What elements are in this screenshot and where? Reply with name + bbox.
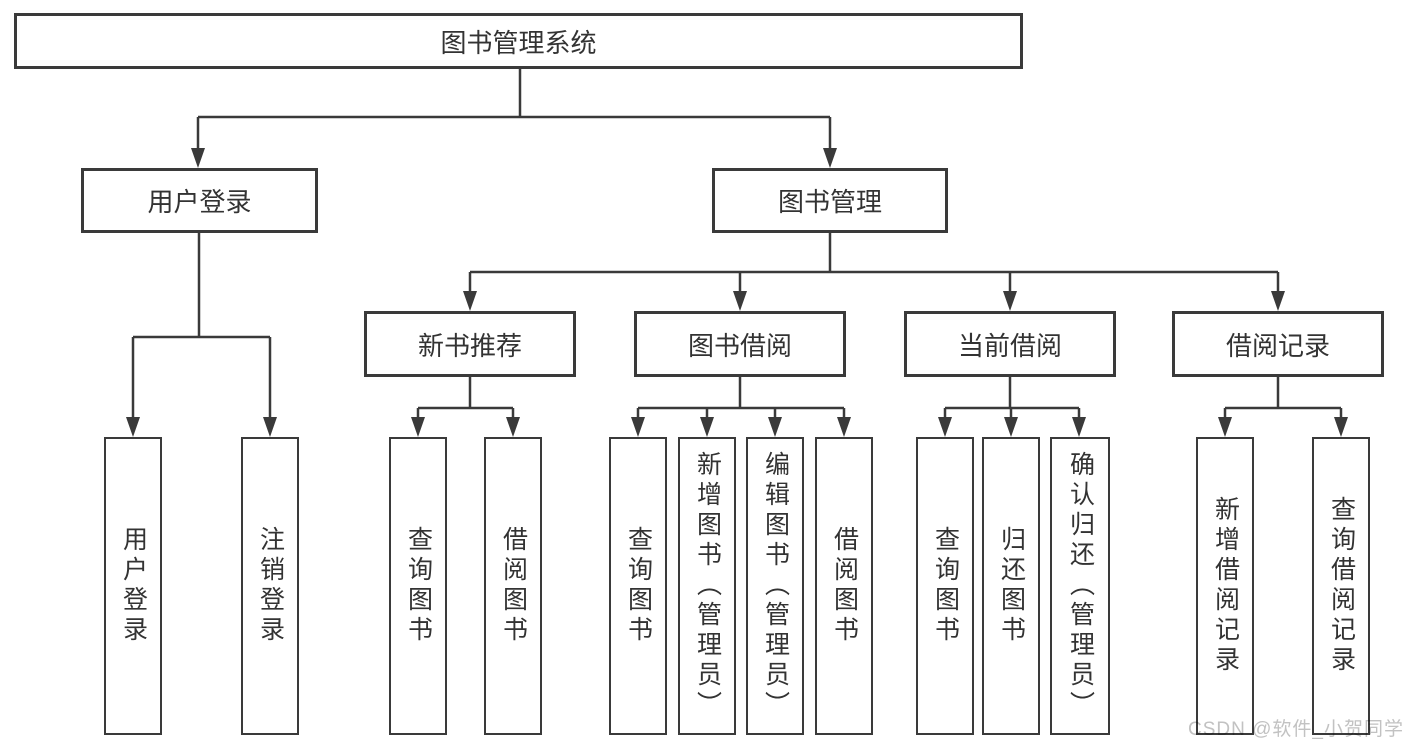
node-label: 查询借阅记录: [1327, 496, 1356, 676]
leaf-query-books-borrowing: 查询图书: [609, 437, 667, 735]
node-book-borrowing: 图书借阅: [634, 311, 846, 377]
node-label: 借阅图书: [499, 526, 528, 646]
node-new-book-recommend: 新书推荐: [364, 311, 576, 377]
node-label: 归还图书: [997, 526, 1026, 646]
node-label: 新书推荐: [417, 330, 522, 361]
leaf-borrow-books-recommend: 借阅图书: [484, 437, 542, 735]
node-label: 查询图书: [624, 526, 653, 646]
node-user-login: 用户登录: [81, 168, 318, 233]
node-label: 借阅记录: [1225, 330, 1330, 361]
node-label: 注销登录: [256, 526, 285, 646]
node-label: 借阅图书: [830, 526, 859, 646]
node-label: 确认归还（管理员）: [1066, 451, 1095, 721]
node-current-borrowing: 当前借阅: [904, 311, 1116, 377]
leaf-add-book-admin: 新增图书（管理员）: [678, 437, 736, 735]
node-label: 图书借阅: [687, 330, 792, 361]
leaf-query-books-recommend: 查询图书: [389, 437, 447, 735]
node-label: 图书管理系统: [440, 27, 597, 58]
leaf-query-borrow-record: 查询借阅记录: [1312, 437, 1370, 735]
leaf-logout: 注销登录: [241, 437, 299, 735]
node-borrowing-records: 借阅记录: [1172, 311, 1384, 377]
leaf-query-books-current: 查询图书: [916, 437, 974, 735]
node-library-management-system: 图书管理系统: [14, 13, 1023, 69]
node-book-management: 图书管理: [712, 168, 948, 233]
connector-paths: [131, 69, 1343, 421]
node-label: 新增借阅记录: [1211, 496, 1240, 676]
leaf-confirm-return-admin: 确认归还（管理员）: [1050, 437, 1110, 735]
node-label: 新增图书（管理员）: [693, 451, 722, 721]
node-label: 用户登录: [119, 526, 148, 646]
csdn-watermark: CSDN @软件_小贺同学: [1188, 719, 1404, 740]
node-label: 用户登录: [147, 187, 252, 217]
node-label: 当前借阅: [957, 330, 1062, 361]
leaf-user-login: 用户登录: [104, 437, 162, 735]
node-label: 编辑图书（管理员）: [761, 451, 790, 721]
node-label: 图书管理: [777, 187, 882, 217]
node-label: 查询图书: [404, 526, 433, 646]
arrowheads: [126, 148, 1348, 437]
node-label: 查询图书: [931, 526, 960, 646]
leaf-edit-book-admin: 编辑图书（管理员）: [746, 437, 804, 735]
leaf-add-borrow-record: 新增借阅记录: [1196, 437, 1254, 735]
leaf-return-books: 归还图书: [982, 437, 1040, 735]
leaf-borrow-books-borrowing: 借阅图书: [815, 437, 873, 735]
